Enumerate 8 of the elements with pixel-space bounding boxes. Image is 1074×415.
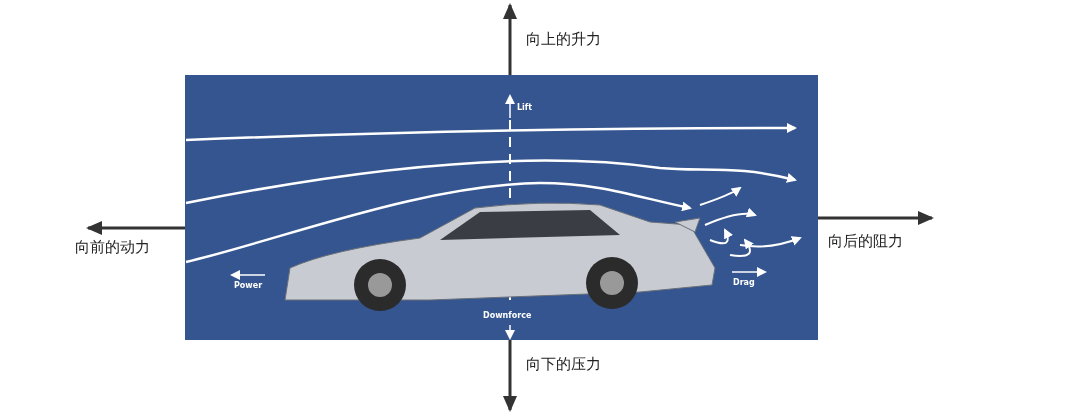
force-label: 向下的压力 <box>526 355 601 374</box>
force-label: Lift <box>517 103 533 112</box>
force-label: Power <box>234 281 263 290</box>
force-label: Downforce <box>483 311 532 320</box>
force-label: 向前的动力 <box>75 238 150 257</box>
force-label: 向后的阻力 <box>828 232 903 251</box>
force-label: 向上的升力 <box>526 30 601 49</box>
force-label: Drag <box>733 278 755 287</box>
